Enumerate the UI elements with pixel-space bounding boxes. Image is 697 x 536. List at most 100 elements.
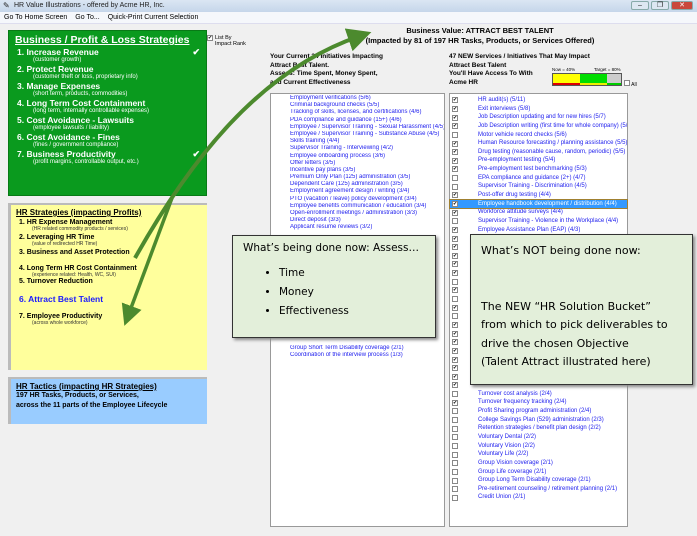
- list-item[interactable]: ✔: [450, 347, 627, 356]
- item-checkbox[interactable]: ✔: [452, 149, 458, 156]
- list-item[interactable]: Employee onboarding process (3/6): [290, 152, 386, 159]
- list-item[interactable]: ✔Job Description writing (first time for…: [450, 122, 627, 131]
- item-checkbox[interactable]: [452, 131, 458, 138]
- list-item[interactable]: Open-enrollment meetings / administratio…: [290, 210, 418, 216]
- business-strategy-item[interactable]: 7. Business Productivity(profit margins,…: [15, 149, 200, 165]
- list-item[interactable]: Voluntary Vision (2/2): [450, 442, 627, 451]
- item-checkbox[interactable]: ✔: [452, 330, 458, 337]
- hr-tactics-panel[interactable]: HR Tactics (impacting HR Strategies) 197…: [8, 377, 207, 424]
- list-item[interactable]: Direct deposit (3/3): [290, 217, 341, 224]
- hr-strategy-item[interactable]: 6. Attract Best Talent: [16, 294, 202, 304]
- list-item[interactable]: ✔Employee handbook development / distrib…: [449, 198, 628, 210]
- list-item[interactable]: Group Long Term Disability coverage (2/1…: [450, 476, 627, 485]
- item-checkbox[interactable]: ✔: [452, 226, 458, 233]
- hr-strategy-item[interactable]: 3. Business and Asset Protection: [16, 249, 202, 256]
- minimize-button[interactable]: –: [631, 1, 649, 10]
- list-item[interactable]: Employee benefits communication / educat…: [290, 202, 427, 209]
- item-checkbox[interactable]: ✔: [452, 399, 458, 406]
- list-item[interactable]: Turnover cost analysis (2/4): [450, 390, 627, 399]
- list-item[interactable]: Premium Only Plan (125) administration (…: [290, 174, 411, 181]
- hr-strategy-item[interactable]: 5. Turnover Reduction: [16, 278, 202, 285]
- hr-strategy-item[interactable]: 4. Long Term HR Cost Containment(experie…: [16, 265, 202, 278]
- list-item[interactable]: Incentive pay plans (3/5): [290, 166, 356, 173]
- item-checkbox[interactable]: ✔: [452, 235, 458, 242]
- list-item[interactable]: PDA compliance and guidance (15+) (4/6): [290, 116, 402, 123]
- list-item[interactable]: ✔Job Description updating and for new hi…: [450, 113, 627, 122]
- maximize-button[interactable]: ❐: [651, 1, 669, 10]
- item-checkbox[interactable]: [452, 451, 458, 458]
- item-checkbox[interactable]: ✔: [452, 244, 458, 251]
- list-item[interactable]: ✔: [450, 286, 627, 295]
- list-item[interactable]: ✔: [450, 234, 627, 243]
- list-item[interactable]: Supervisor Training - Discrimination (4/…: [450, 182, 627, 191]
- list-item[interactable]: Applicant resume reviews (3/2): [290, 224, 373, 231]
- list-item[interactable]: ✔Post-offer drug testing (4/4): [450, 191, 627, 200]
- list-item[interactable]: Pre-retirement counseling / retirement p…: [450, 485, 627, 494]
- item-checkbox[interactable]: ✔: [452, 201, 458, 207]
- item-checkbox[interactable]: ✔: [452, 356, 458, 363]
- list-item[interactable]: Tracking of skills, licenses, and certif…: [290, 109, 422, 116]
- item-checkbox[interactable]: [452, 175, 458, 182]
- item-checkbox[interactable]: ✔: [452, 166, 458, 173]
- list-item[interactable]: ✔: [450, 381, 627, 390]
- item-checkbox[interactable]: ✔: [452, 287, 458, 294]
- list-item[interactable]: Motor vehicle record checks (5/6): [450, 131, 627, 140]
- list-item[interactable]: ✔: [450, 269, 627, 278]
- list-item[interactable]: Coordination of the interview process (1…: [290, 351, 403, 358]
- item-checkbox[interactable]: [452, 218, 458, 225]
- list-item[interactable]: ✔: [450, 364, 627, 373]
- list-item[interactable]: ✔: [450, 260, 627, 269]
- item-checkbox[interactable]: ✔: [452, 304, 458, 311]
- item-checkbox[interactable]: ✔: [452, 209, 458, 216]
- item-checkbox[interactable]: [452, 408, 458, 415]
- item-checkbox[interactable]: ✔: [452, 123, 458, 130]
- item-checkbox[interactable]: [452, 278, 458, 285]
- business-strategy-item[interactable]: 2. Protect Revenue(customer theft or los…: [15, 64, 200, 80]
- menu-quick-print[interactable]: Quick-Print Current Selection: [107, 14, 199, 21]
- list-item[interactable]: [450, 277, 627, 286]
- item-checkbox[interactable]: ✔: [452, 321, 458, 328]
- item-checkbox[interactable]: ✔: [452, 339, 458, 346]
- list-item[interactable]: ✔: [450, 355, 627, 364]
- list-item[interactable]: Skills training (4/4): [290, 138, 340, 145]
- list-item[interactable]: Credit Union (2/1): [450, 493, 627, 502]
- list-item[interactable]: [450, 295, 627, 304]
- list-item[interactable]: Employee / Supervisor Training - Substan…: [290, 130, 440, 137]
- item-checkbox[interactable]: ✔: [452, 140, 458, 147]
- menu-home[interactable]: Go To Home Screen: [4, 14, 68, 21]
- item-checkbox[interactable]: ✔: [452, 105, 458, 112]
- list-item[interactable]: Supervisor Training - Interviewing (4/2): [290, 145, 394, 152]
- item-checkbox[interactable]: [452, 494, 458, 501]
- list-item[interactable]: Supervisor Training - Violence in the Wo…: [450, 217, 627, 226]
- list-item[interactable]: Employee / Supervisor Training - Sexual …: [290, 123, 444, 130]
- list-item[interactable]: ✔: [450, 252, 627, 261]
- list-item[interactable]: Criminal background checks (5/5): [290, 102, 380, 109]
- item-checkbox[interactable]: ✔: [452, 373, 458, 380]
- list-item[interactable]: ✔: [450, 329, 627, 338]
- list-item[interactable]: ✔Pre-employment testing (5/4): [450, 156, 627, 165]
- business-strategy-item[interactable]: 1. Increase Revenue(customer growth)✔: [15, 47, 200, 63]
- item-checkbox[interactable]: ✔: [452, 192, 458, 199]
- list-item[interactable]: ✔Workforce attitude surveys (4/4): [450, 208, 627, 217]
- item-checkbox[interactable]: [452, 313, 458, 320]
- list-item[interactable]: Group Short Term Disability coverage (2/…: [290, 344, 404, 351]
- list-item[interactable]: ✔: [450, 338, 627, 347]
- select-all-checkbox[interactable]: All: [624, 80, 637, 88]
- hr-strategy-item[interactable]: 7. Employee Productivity(across whole wo…: [16, 313, 202, 326]
- item-checkbox[interactable]: [452, 442, 458, 449]
- business-strategy-item[interactable]: 5. Cost Avoidance - Lawsuits(employee la…: [15, 115, 200, 131]
- list-item[interactable]: Group Life coverage (2/1): [450, 468, 627, 477]
- item-checkbox[interactable]: [452, 296, 458, 303]
- item-checkbox[interactable]: ✔: [452, 157, 458, 164]
- list-item[interactable]: Dependent Care (125) administration (3/5…: [290, 181, 403, 188]
- item-checkbox[interactable]: [452, 434, 458, 441]
- list-item[interactable]: Retention strategies / benefit plan desi…: [450, 424, 627, 433]
- item-checkbox[interactable]: [452, 417, 458, 424]
- list-item[interactable]: Voluntary Dental (2/2): [450, 433, 627, 442]
- list-item[interactable]: College Savings Plan (529) administratio…: [450, 416, 627, 425]
- item-checkbox[interactable]: [452, 468, 458, 475]
- list-item[interactable]: ✔: [450, 303, 627, 312]
- list-item[interactable]: Employment verifications (5/6): [290, 95, 371, 101]
- hr-strategy-item[interactable]: 2. Leveraging HR Time(value of redirecte…: [16, 234, 202, 247]
